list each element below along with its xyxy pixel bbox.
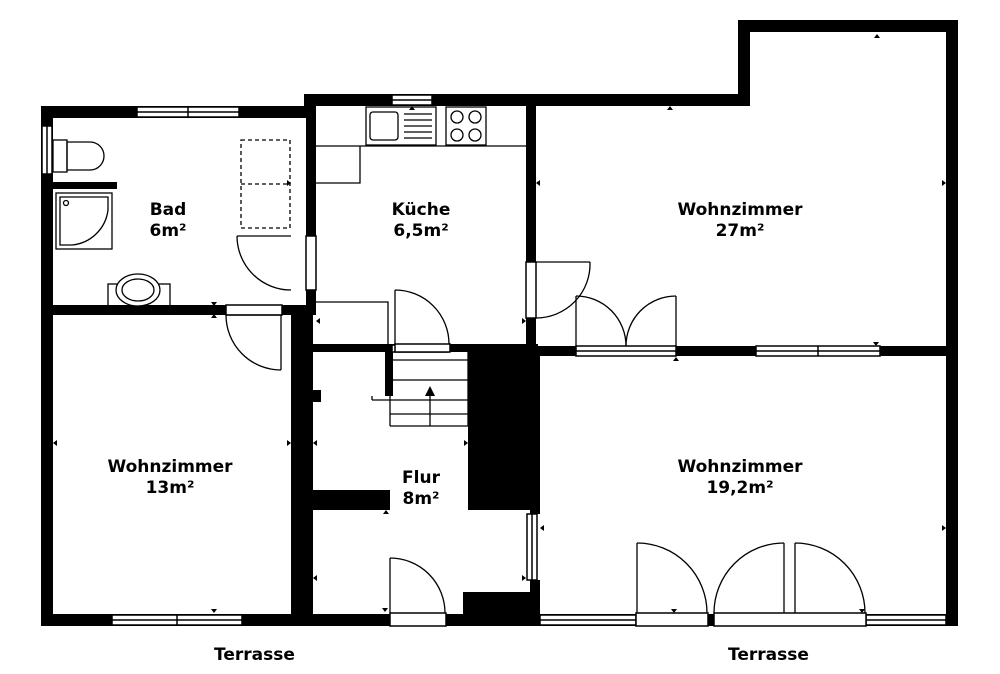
room-label-bad: Bad 6m²	[128, 200, 208, 242]
room-label-flur: Flur 8m²	[381, 468, 461, 510]
room-area: 27m²	[715, 221, 765, 241]
room-name: Wohnzimmer	[107, 457, 233, 477]
room-area: 6,5m²	[393, 221, 449, 241]
room-name: Wohnzimmer	[677, 200, 803, 220]
dimension-markers	[53, 34, 946, 613]
room-label-wohnzimmer-nord: Wohnzimmer 27m²	[660, 200, 820, 242]
room-area: 8m²	[402, 489, 440, 509]
room-name: Küche	[391, 200, 451, 220]
room-label-wohnzimmer-sued: Wohnzimmer 19,2m²	[660, 457, 820, 499]
room-area: 19,2m²	[706, 478, 774, 498]
room-name: Flur	[402, 468, 440, 488]
fixtures	[52, 106, 526, 427]
room-area: 13m²	[145, 478, 195, 498]
room-label-wohnzimmer-west: Wohnzimmer 13m²	[90, 457, 250, 499]
room-name: Bad	[149, 200, 187, 220]
doors	[225, 235, 866, 614]
room-label-kueche: Küche 6,5m²	[371, 200, 471, 242]
stair-arrow-icon	[425, 386, 435, 396]
terrasse-label-left: Terrasse	[214, 645, 295, 665]
terrasse-label-right: Terrasse	[728, 645, 809, 665]
room-name: Wohnzimmer	[677, 457, 803, 477]
door-openings	[225, 235, 867, 627]
room-area: 6m²	[149, 221, 187, 241]
